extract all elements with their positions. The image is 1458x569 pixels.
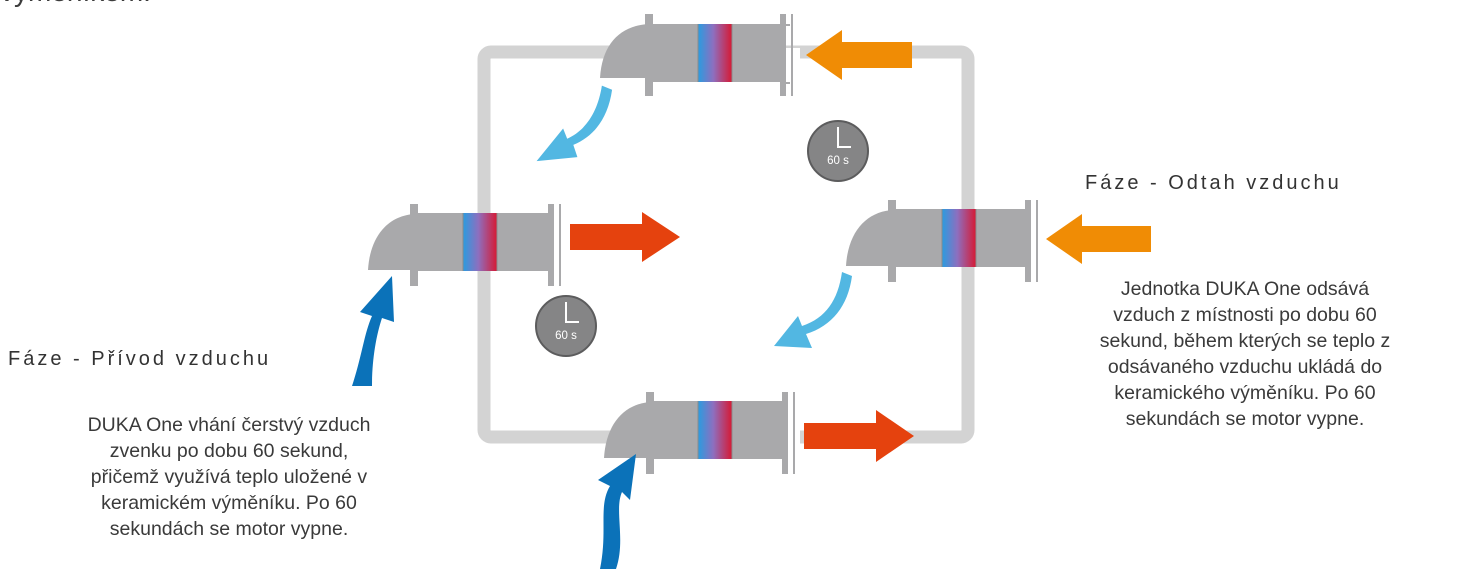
airflow-arrow-icon [774,272,852,348]
ventilator-unit-icon [604,392,800,474]
svg-text:60 s: 60 s [827,155,849,167]
svg-text:60 s: 60 s [555,330,577,342]
clock-icon: 60 s [807,120,869,182]
airflow-arrow-icon [806,30,912,80]
airflow-arrow-icon [570,212,680,262]
airflow-arrow-icon [536,85,613,162]
supply-phase-title: Fáze - Přívod vzduchu [8,348,272,370]
extract-phase-description: Jednotka DUKA One odsává vzduch z místno… [1099,278,1391,430]
airflow-arrow-icon [352,276,394,386]
airflow-arrow-icon [804,410,914,462]
ventilator-unit-icon [846,200,1038,282]
ventilator-unit-icon [368,204,561,286]
top-text-fragment: výměníkem. [0,0,151,8]
airflow-arrow-icon [598,454,636,569]
supply-phase-description: DUKA One vhání čerstvý vzduch zvenku po … [87,414,371,540]
clock-icon: 60 s [535,295,597,357]
airflow-arrow-icon [1046,214,1151,264]
extract-phase-title: Fáze - Odtah vzduchu [1085,172,1342,194]
ventilator-unit-icon [600,14,800,96]
